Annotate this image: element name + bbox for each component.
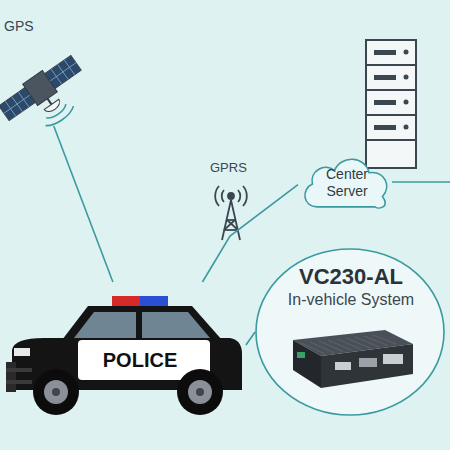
satellite-node: GPS bbox=[0, 14, 84, 126]
connector-line bbox=[202, 185, 298, 282]
server-rack bbox=[366, 40, 416, 168]
label-holder: GPRS bbox=[210, 160, 247, 175]
node-title: GPS bbox=[4, 18, 84, 35]
network-label: GPRS bbox=[210, 160, 247, 175]
device-picture bbox=[293, 330, 413, 388]
police-car: POLICE bbox=[4, 282, 246, 422]
callout-ellipse: VC230-ALIn-vehicle System bbox=[255, 248, 447, 416]
node-title: Center Server bbox=[312, 166, 382, 200]
node-title: POLICE bbox=[74, 348, 206, 372]
node-title: VC230-AL bbox=[255, 264, 447, 290]
network-line bbox=[392, 181, 450, 183]
cloud-shape bbox=[305, 159, 387, 208]
connector-line bbox=[246, 332, 255, 345]
car-drawing bbox=[6, 296, 242, 415]
cloud-server: Center Server bbox=[298, 150, 394, 212]
satellite-icon bbox=[0, 52, 98, 145]
connector-line bbox=[54, 126, 113, 282]
node-subtitle: In-vehicle System bbox=[255, 290, 447, 309]
radio-tower bbox=[215, 186, 247, 240]
